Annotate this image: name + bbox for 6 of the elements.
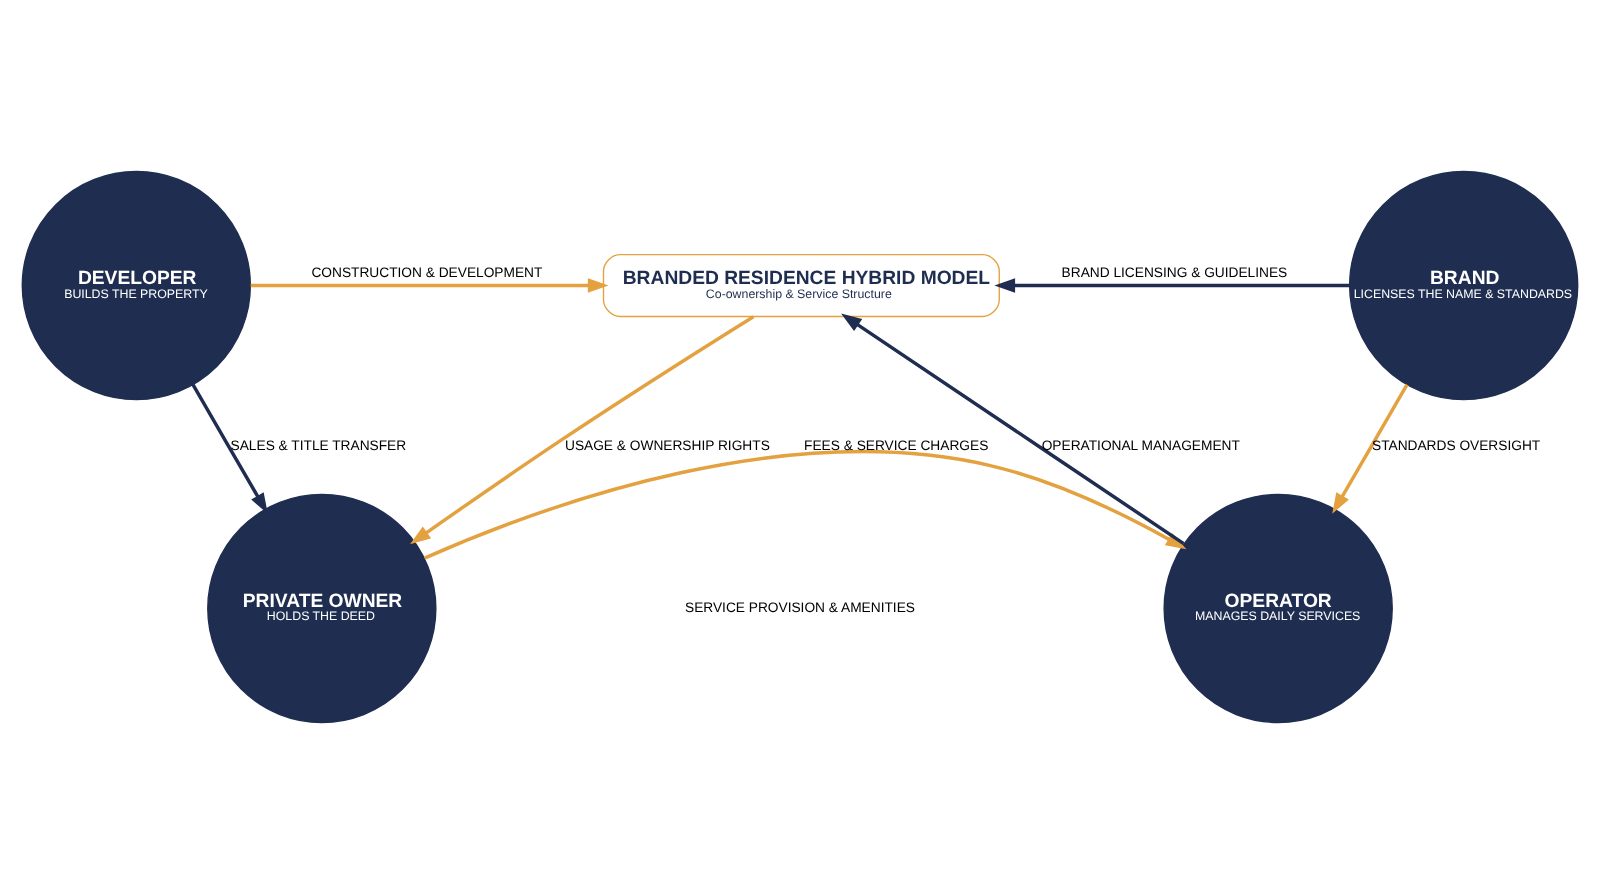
arrow <box>1332 383 1409 514</box>
arrow <box>191 383 268 514</box>
arrow <box>250 278 609 293</box>
arrow <box>994 278 1350 293</box>
arrow <box>841 313 1185 546</box>
arrow <box>410 315 755 545</box>
